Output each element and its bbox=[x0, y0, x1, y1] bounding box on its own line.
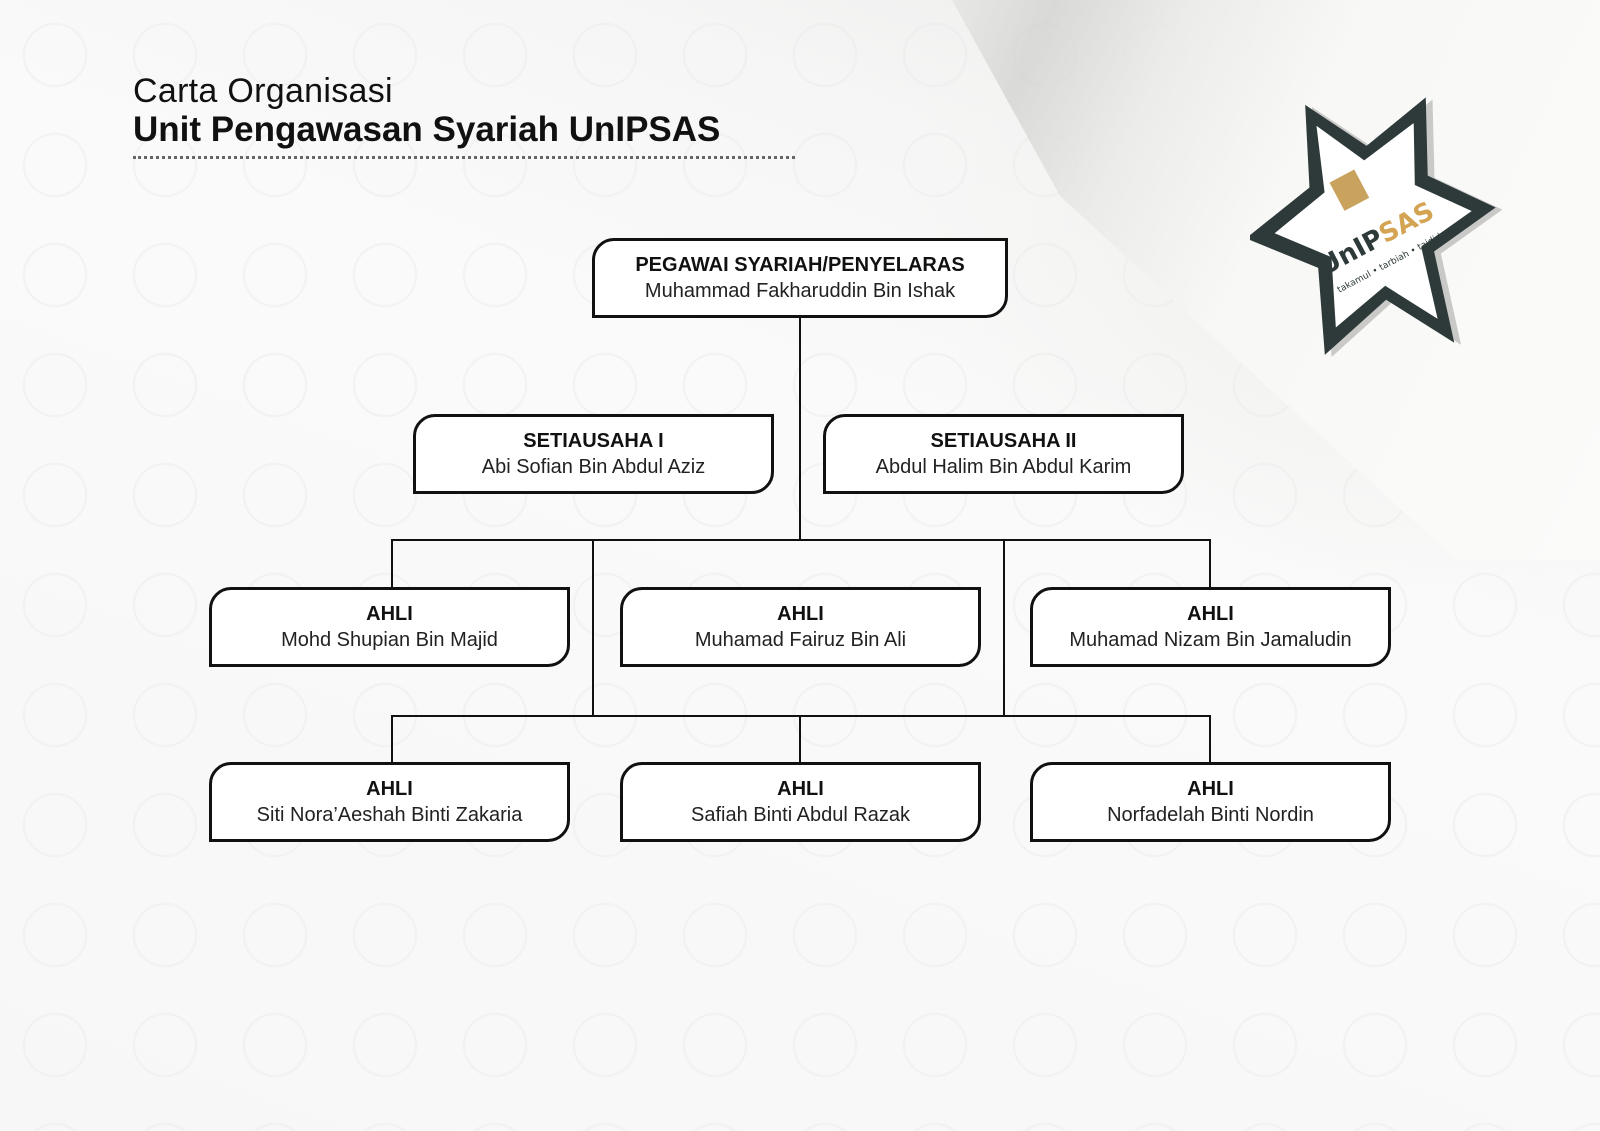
org-node-member: AHLI Muhamad Nizam Bin Jamaludin bbox=[1030, 587, 1391, 667]
unipsas-logo-sign: UnIPSAS takamul • tarbiah • tajdid bbox=[1250, 97, 1503, 357]
org-node-member: AHLI Siti Nora’Aeshah Binti Zakaria bbox=[209, 762, 570, 842]
org-node-member: AHLI Norfadelah Binti Nordin bbox=[1030, 762, 1391, 842]
node-role: AHLI bbox=[777, 777, 824, 800]
node-name: Mohd Shupian Bin Majid bbox=[281, 628, 498, 651]
connector-line bbox=[1209, 715, 1211, 763]
connector-line bbox=[1209, 539, 1211, 587]
node-name: Safiah Binti Abdul Razak bbox=[690, 803, 911, 826]
connector-line bbox=[592, 539, 594, 717]
node-name: Siti Nora’Aeshah Binti Zakaria bbox=[256, 803, 523, 826]
connector-line bbox=[799, 715, 801, 763]
title-divider bbox=[133, 156, 795, 159]
node-role: SETIAUSAHA II bbox=[930, 429, 1077, 452]
org-node-member: AHLI Mohd Shupian Bin Majid bbox=[209, 587, 570, 667]
node-role: AHLI bbox=[366, 602, 413, 625]
node-role: AHLI bbox=[366, 777, 413, 800]
org-node-head: PEGAWAI SYARIAH/PENYELARAS Muhammad Fakh… bbox=[592, 238, 1008, 318]
connector-line bbox=[391, 715, 393, 763]
connector-line bbox=[391, 539, 393, 587]
page-title: Unit Pengawasan Syariah UnIPSAS bbox=[133, 110, 721, 149]
node-role: PEGAWAI SYARIAH/PENYELARAS bbox=[635, 253, 965, 276]
org-node-member: AHLI Safiah Binti Abdul Razak bbox=[620, 762, 981, 842]
node-role: AHLI bbox=[777, 602, 824, 625]
page-subtitle: Carta Organisasi bbox=[133, 72, 393, 110]
node-role: AHLI bbox=[1187, 777, 1234, 800]
node-name: Norfadelah Binti Nordin bbox=[1107, 803, 1314, 826]
node-name: Muhamad Fairuz Bin Ali bbox=[694, 628, 907, 651]
org-node-secretary-2: SETIAUSAHA II Abdul Halim Bin Abdul Kari… bbox=[823, 414, 1184, 494]
connector-line bbox=[391, 715, 1211, 717]
node-role: SETIAUSAHA I bbox=[523, 429, 664, 452]
node-name: Abdul Halim Bin Abdul Karim bbox=[875, 455, 1132, 478]
connector-line bbox=[391, 539, 1211, 541]
org-node-secretary-1: SETIAUSAHA I Abi Sofian Bin Abdul Aziz bbox=[413, 414, 774, 494]
node-name: Muhamad Nizam Bin Jamaludin bbox=[1069, 628, 1352, 651]
node-role: AHLI bbox=[1187, 602, 1234, 625]
node-name: Muhammad Fakharuddin Bin Ishak bbox=[644, 279, 956, 302]
connector-line bbox=[799, 317, 801, 541]
org-node-member: AHLI Muhamad Fairuz Bin Ali bbox=[620, 587, 981, 667]
node-name: Abi Sofian Bin Abdul Aziz bbox=[481, 455, 706, 478]
connector-line bbox=[1003, 539, 1005, 717]
